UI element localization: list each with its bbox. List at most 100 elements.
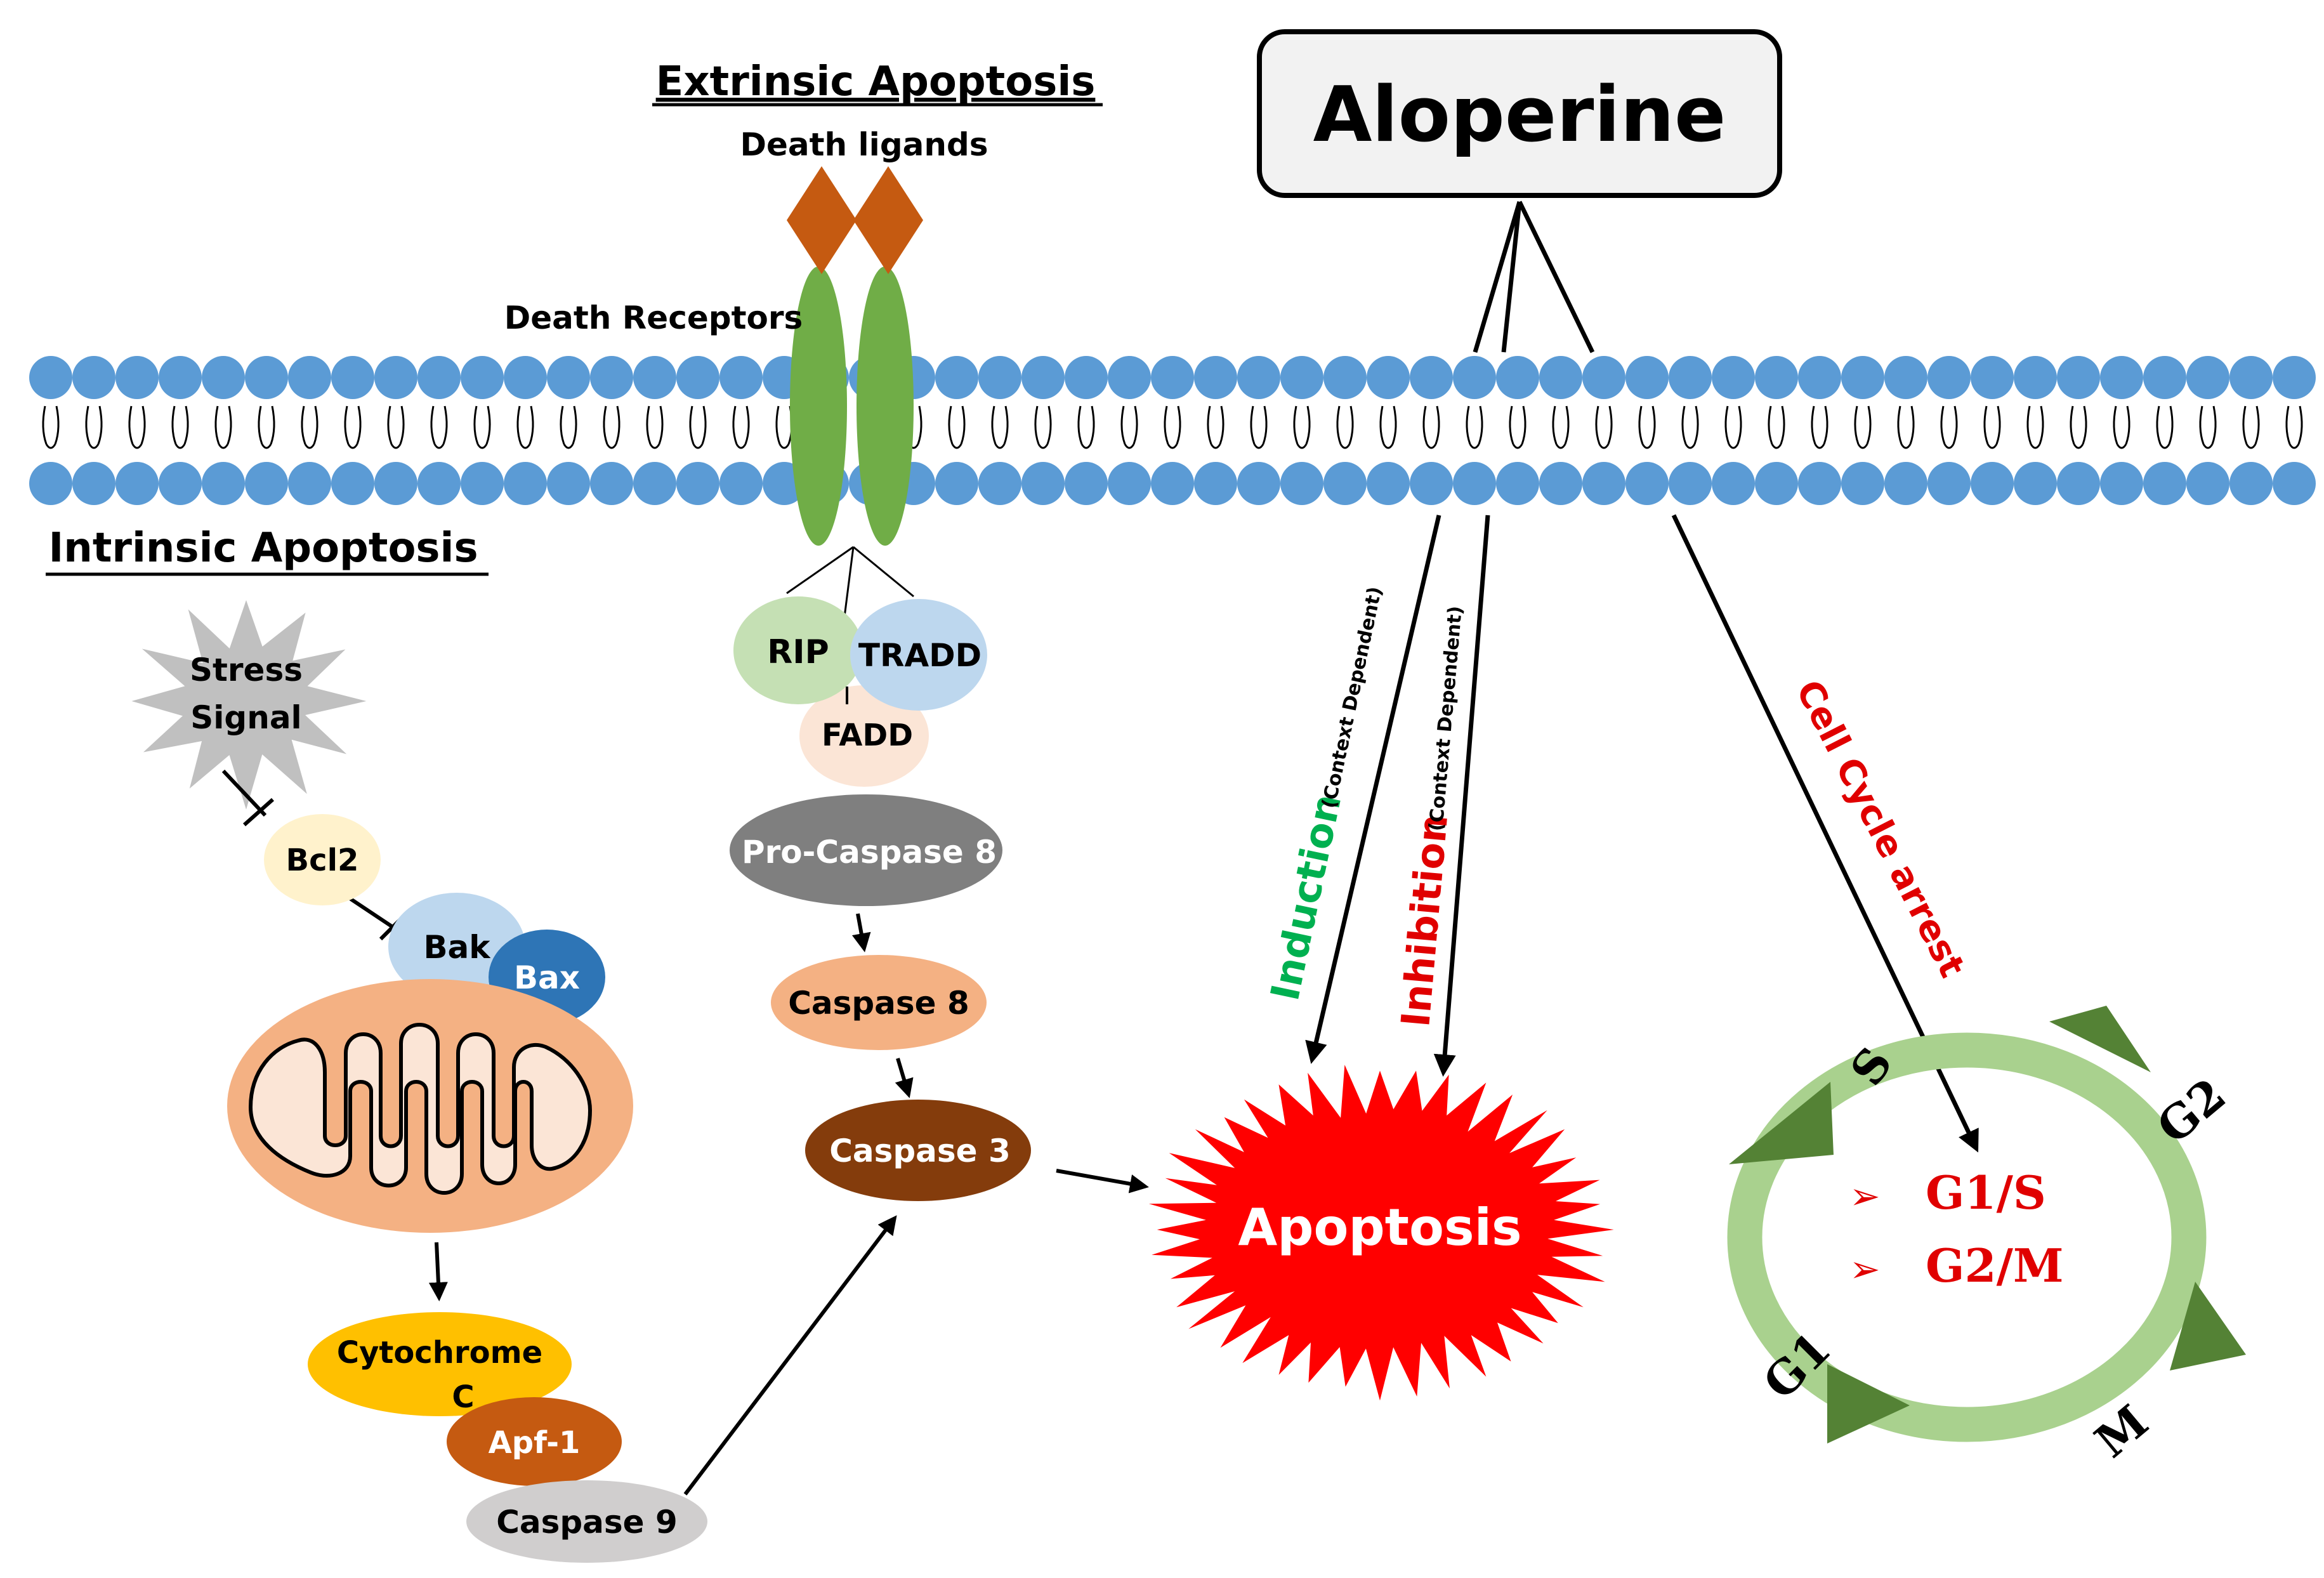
lipid-head-inner (1798, 462, 1841, 505)
lipid-head-outer (719, 356, 763, 399)
death-ligands-label: Death ligands (740, 126, 988, 163)
lipid-head-outer (1453, 356, 1496, 399)
lipid-tail (1250, 405, 1268, 445)
apf1-node: Apf-1 (447, 1397, 622, 1486)
lipid-head-inner (2057, 462, 2100, 505)
lipid-tail (1983, 405, 2001, 445)
lipid-tail (476, 444, 488, 449)
lipid-head-outer (245, 356, 288, 399)
lipid-head-inner (978, 462, 1021, 505)
stress-label-line2: Signal (190, 699, 301, 736)
lipid-tail (560, 405, 577, 445)
lipid-head-outer (1410, 356, 1453, 399)
lipid-head-inner (1151, 462, 1194, 505)
lipid-tail (128, 405, 146, 445)
lipid-tail (732, 405, 750, 445)
lipid-head-inner (1755, 462, 1798, 505)
lipid-head-outer (2014, 356, 2057, 399)
lipid-head-inner (202, 462, 245, 505)
arrest-point-2: G2/M (1926, 1239, 2064, 1292)
lipid-tail (214, 405, 232, 445)
lipid-head-outer (72, 356, 115, 399)
lipid-tail (991, 405, 1009, 445)
lipid-head-outer (1755, 356, 1798, 399)
lipid-head-inner (1971, 462, 2014, 505)
death-receptor-right (857, 266, 914, 546)
lipid-head-outer (547, 356, 590, 399)
lipid-tail (2285, 405, 2303, 445)
cycle-arrow-g1-to-s-icon (1729, 1082, 1834, 1164)
lipid-head-inner (245, 462, 288, 505)
lipid-tail (387, 405, 405, 445)
apoptosis-label: Apoptosis (1238, 1198, 1521, 1257)
aloperine-box: Aloperine (1257, 29, 1782, 198)
lipid-tail (2113, 405, 2130, 445)
lipid-head-inner (547, 462, 590, 505)
pro-caspase8-node: Pro-Caspase 8 (730, 794, 1002, 906)
lipid-tail (778, 444, 790, 449)
lipid-head-outer (1971, 356, 2014, 399)
tradd-label: TRADD (858, 637, 981, 674)
lipid-head-outer (1194, 356, 1237, 399)
lipid-tail (1854, 405, 1872, 445)
stress-signal-starburst (131, 600, 367, 810)
lipid-tail (1897, 405, 1915, 445)
lipid-tail (692, 444, 704, 449)
lipid-head-inner (1669, 462, 1712, 505)
lipid-head-outer (331, 356, 374, 399)
lipid-tail (1422, 405, 1440, 445)
lipid-head-outer (2186, 356, 2229, 399)
lipid-tail (1167, 444, 1178, 449)
inhibition-label: Inhibition (1392, 812, 1457, 1029)
lipid-tail (1509, 405, 1526, 445)
lipid-head-outer (1625, 356, 1669, 399)
inhibition-context-label: (Context Dependent) (1425, 605, 1467, 832)
lipid-tail (2030, 444, 2041, 449)
lipid-head-outer (1280, 356, 1323, 399)
lipid-tail (131, 444, 143, 449)
lipid-tail (433, 444, 445, 449)
lipid-head-inner (374, 462, 417, 505)
lipid-head-inner (1367, 462, 1410, 505)
cell-cycle-arrest-label: Cell Cycle arrest (1788, 674, 1973, 984)
lipid-head-inner (417, 462, 461, 505)
lipid-head-inner (2100, 462, 2143, 505)
lipid-head-inner (288, 462, 331, 505)
aloperine-connectors (1473, 201, 1595, 353)
lipid-head-outer (461, 356, 504, 399)
arrow-casp3-to-apoptosis (1056, 1169, 1149, 1193)
lipid-head-inner (1453, 462, 1496, 505)
lipid-tail (1811, 405, 1828, 445)
lipid-head-inner (1065, 462, 1108, 505)
lipid-head-inner (2273, 462, 2316, 505)
arrest-bullet-2-icon: ➢ (1849, 1247, 1881, 1291)
lipid-tail (1120, 405, 1138, 445)
lipid-head-outer (417, 356, 461, 399)
lipid-tail (430, 405, 448, 445)
lipid-tail (1814, 444, 1825, 449)
lipid-tail (1037, 444, 1049, 449)
stress-label-line1: Stress (190, 652, 303, 688)
lipid-head-inner (1021, 462, 1065, 505)
lipid-head-outer (1841, 356, 1884, 399)
lipid-head-inner (1625, 462, 1669, 505)
caspase8-node: Caspase 8 (771, 955, 987, 1050)
cell-membrane (29, 266, 2316, 546)
lipid-tail (520, 444, 531, 449)
lipid-tail (1080, 444, 1092, 449)
lipid-tail (1336, 405, 1354, 445)
lipid-tail (261, 444, 272, 449)
lipid-tail (1724, 405, 1742, 445)
lipid-tail (1857, 444, 1868, 449)
lipid-tail (1940, 405, 1958, 445)
lipid-tail (1555, 444, 1566, 449)
lipid-tail (1943, 444, 1955, 449)
lipid-head-outer (1927, 356, 1971, 399)
lipid-tail (1681, 405, 1699, 445)
lipid-head-outer (1323, 356, 1367, 399)
cytochrome-label-line2: C (452, 1379, 474, 1415)
lipid-tail (603, 405, 620, 445)
lipid-head-inner (633, 462, 676, 505)
induction-arrow (1305, 515, 1441, 1064)
lipid-head-inner (331, 462, 374, 505)
